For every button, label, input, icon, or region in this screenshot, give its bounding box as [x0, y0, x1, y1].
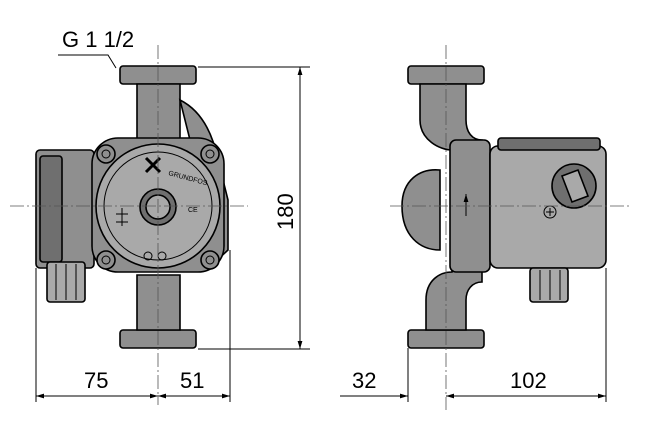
ce-mark: CE [188, 207, 198, 214]
side-depth-dimension: 102 [510, 368, 547, 393]
speed-switch-handle [560, 168, 590, 204]
thread-label: G 1 1/2 [62, 27, 134, 52]
side-cable-gland [529, 267, 569, 303]
warning-icon [143, 251, 153, 261]
front-bottom-pipe [136, 274, 181, 331]
side-terminal-top [497, 137, 601, 151]
thread-leader [58, 54, 117, 69]
front-top-pipe [136, 83, 181, 141]
side-view [401, 65, 607, 349]
speed-marks [116, 208, 128, 226]
height-dimension: 180 [273, 193, 298, 230]
right-width-dimension: 51 [180, 368, 204, 393]
bolt-icon [96, 144, 220, 270]
front-view: GRUNDFOS CE [35, 65, 229, 349]
front-terminal-cover [39, 155, 63, 263]
side-offset-dimension: 32 [352, 368, 376, 393]
side-motor-housing [489, 145, 607, 269]
side-volute [401, 169, 441, 251]
left-width-dimension: 75 [84, 368, 108, 393]
